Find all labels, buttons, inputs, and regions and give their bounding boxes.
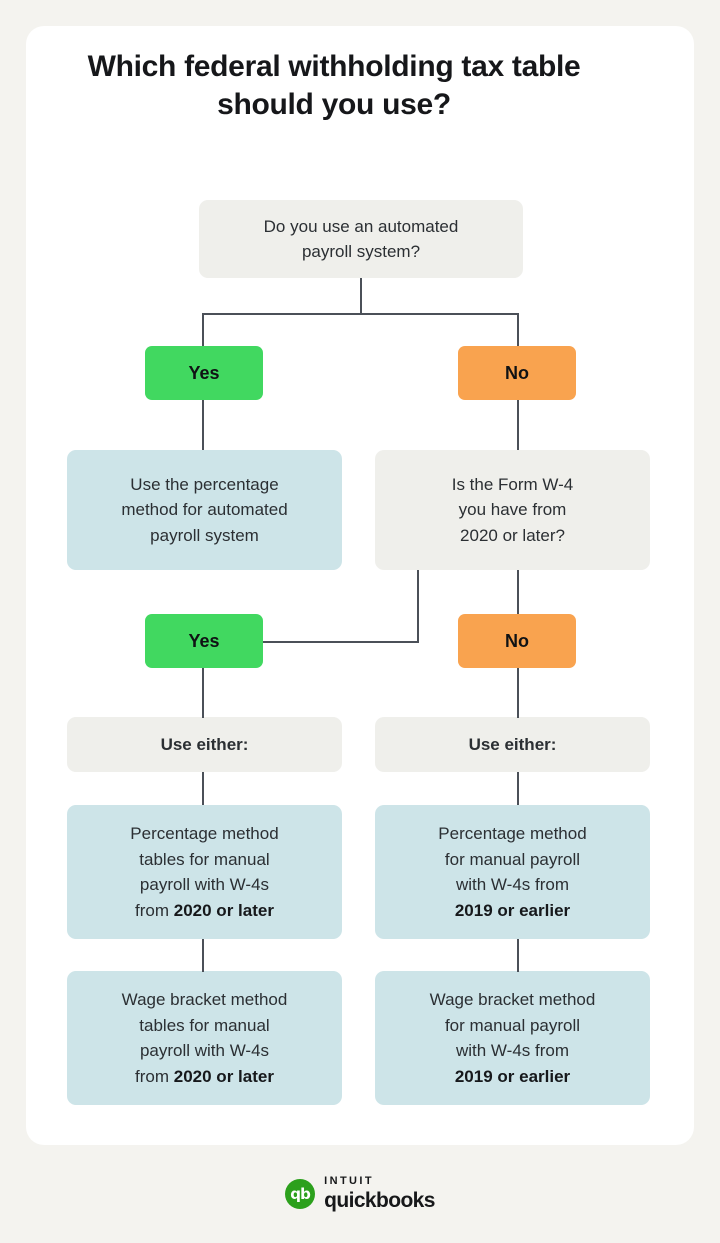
connector-right-pct-down: [517, 939, 519, 972]
connector-no1-down: [517, 400, 519, 450]
connector-no2-down: [517, 668, 519, 718]
left-pct-line4-bold: 2020 or later: [173, 900, 274, 920]
page-title: Which federal withholding tax table shou…: [87, 50, 581, 121]
label-use-either-left: Use either:: [67, 717, 342, 772]
answer-no-automated: No: [458, 346, 576, 400]
quickbooks-mark-icon: qb: [285, 1178, 316, 1209]
result-automated-line3: payroll system: [150, 525, 259, 545]
question-form-w4-year: Is the Form W-4 you have from 2020 or la…: [375, 450, 650, 570]
right-wage-line2: for manual payroll: [444, 1015, 581, 1035]
q1-line2: payroll system?: [301, 242, 421, 261]
left-pct-line2: tables for manual: [139, 849, 270, 869]
right-pct-line4-bold: 2019 or earlier: [454, 900, 571, 920]
connector-q1-stem: [360, 278, 362, 314]
left-wage-line4-bold: 2020 or later: [173, 1066, 274, 1086]
connector-yes2-down: [202, 668, 204, 718]
connector-q2-to-yes-vertical: [417, 570, 419, 643]
left-wage-line1: Wage bracket method: [121, 990, 288, 1009]
result-left-wage-bracket-method: Wage bracket method tables for manual pa…: [67, 971, 342, 1105]
logo-quickbooks-text: quickbooks: [324, 1189, 435, 1212]
q1-line1: Do you use an automated: [263, 216, 459, 236]
label-use-either-right: Use either:: [375, 717, 650, 772]
left-wage-line3: payroll with W-4s: [139, 1041, 270, 1060]
result-right-percentage-method: Percentage method for manual payroll wit…: [375, 805, 650, 939]
logo-intuit-text: INTUIT: [324, 1175, 374, 1187]
right-pct-line3: with W-4s from: [455, 875, 570, 894]
q2-line3: 2020 or later?: [460, 525, 565, 545]
connector-left-pct-down: [202, 939, 204, 972]
connector-left-use-either-down: [202, 772, 204, 805]
right-wage-line1: Wage bracket method: [429, 990, 596, 1009]
left-wage-line2: tables for manual: [139, 1015, 270, 1035]
result-right-wage-bracket-method: Wage bracket method for manual payroll w…: [375, 971, 650, 1105]
intuit-quickbooks-logo: qb INTUIT quickbooks: [0, 1176, 720, 1211]
left-pct-line3: payroll with W-4s: [139, 875, 270, 894]
connector-q1-to-no: [517, 313, 519, 348]
connector-q1-bar: [202, 313, 519, 315]
right-wage-line4-bold: 2019 or earlier: [454, 1066, 571, 1086]
connector-right-use-either-down: [517, 772, 519, 805]
result-percentage-automated: Use the percentage method for automated …: [67, 450, 342, 570]
answer-yes-automated: Yes: [145, 346, 263, 400]
right-wage-line3: with W-4s from: [455, 1041, 570, 1060]
connector-q1-to-yes: [202, 313, 204, 348]
answer-no-w4-2020: No: [458, 614, 576, 668]
answer-yes-w4-2020: Yes: [145, 614, 263, 668]
left-pct-line1: Percentage method: [130, 824, 279, 843]
connector-q2-to-yes-horizontal: [245, 641, 419, 643]
connector-yes1-down: [202, 400, 204, 450]
right-pct-line2: for manual payroll: [444, 849, 581, 869]
result-automated-line1: Use the percentage: [130, 474, 279, 494]
connector-q2-to-no: [517, 570, 519, 614]
result-left-percentage-method: Percentage method tables for manual payr…: [67, 805, 342, 939]
quickbooks-mark-label: qb: [290, 1184, 311, 1203]
q2-line1: Is the Form W-4: [451, 474, 574, 494]
q2-line2: you have from: [458, 500, 567, 520]
question-automated-payroll: Do you use an automated payroll system?: [199, 200, 523, 278]
left-pct-line4-prefix: from: [135, 900, 174, 920]
left-wage-line4-prefix: from: [135, 1066, 174, 1086]
result-automated-line2: method for automated: [121, 500, 288, 520]
logo-wordmark: INTUIT quickbooks: [324, 1175, 435, 1212]
right-pct-line1: Percentage method: [438, 824, 587, 843]
